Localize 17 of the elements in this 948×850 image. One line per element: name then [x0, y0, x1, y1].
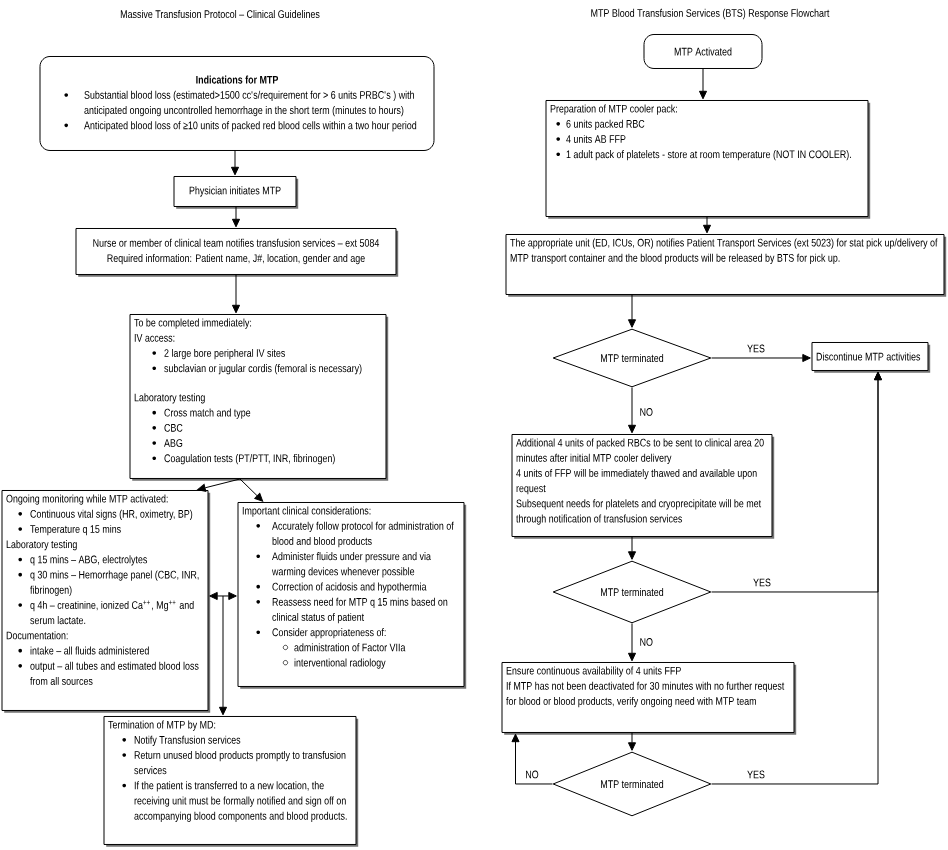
arrow: [702, 216, 712, 234]
arrow: [231, 206, 241, 228]
arrow: [627, 387, 637, 434]
double-arrow: [209, 591, 237, 601]
arrow: [231, 274, 241, 314]
arrow: [230, 150, 240, 176]
arrow: [627, 732, 637, 751]
arrow: [627, 623, 637, 662]
arrow: [698, 68, 708, 100]
arrow: [627, 294, 637, 328]
arrow: [218, 595, 228, 716]
arrow: [711, 371, 883, 785]
arrow: [627, 536, 637, 560]
arrow: [197, 478, 241, 492]
arrow: [239, 478, 264, 502]
arrow: [511, 733, 553, 785]
arrow: [711, 353, 811, 363]
